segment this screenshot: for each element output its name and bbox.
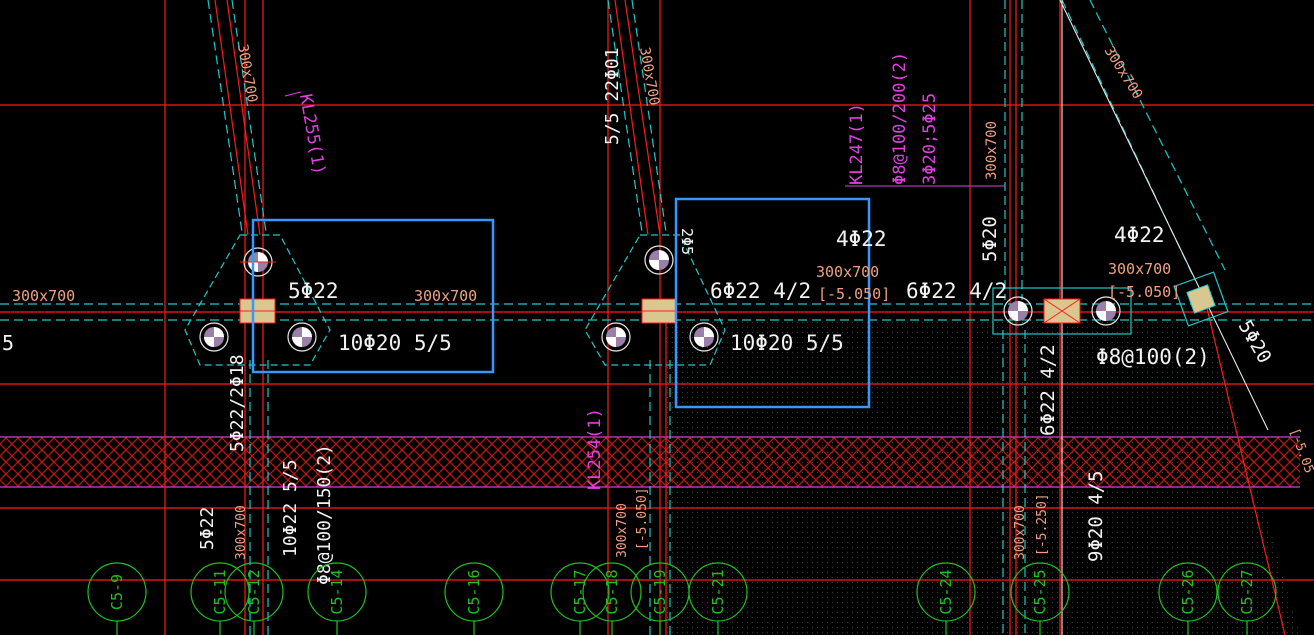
axis-bubble-c5-16: C5-16 <box>444 562 504 635</box>
axis-bubble-c5-14: C5-14 <box>307 562 367 635</box>
beam-size-vert-top: 300x700 <box>984 121 1000 180</box>
axis-label: C5-16 <box>465 569 483 614</box>
rebar-mid-small: 2Φ5 <box>678 228 696 255</box>
elev-mid: [-5.050] <box>818 285 890 303</box>
rebar-right-vert-b: 6Φ22 4/2 <box>1037 344 1059 436</box>
rebar-left-vert-b: 10Φ22 5/5 <box>280 459 301 557</box>
pile-left-bl <box>199 322 229 352</box>
beam-stirrup-kl247: Φ8@100/200(2) <box>890 52 910 185</box>
pile-mid-bl <box>601 322 631 352</box>
column-right <box>1043 298 1081 324</box>
pile-right-a <box>1003 296 1033 326</box>
axis-label: C5-27 <box>1238 569 1256 614</box>
beam-size-bot-a: 300x700 <box>234 505 249 560</box>
pile-mid-top <box>644 245 674 275</box>
grid-lines-horizontal <box>0 104 1314 581</box>
rebar-left-vert-c: Φ8@100/150(2) <box>314 444 335 585</box>
elev-bot-b: [-5.050] <box>635 487 650 550</box>
rebar-far-right: 5Φ20 <box>1234 317 1276 368</box>
column-footing-far-right <box>1173 271 1229 327</box>
rebar-right-stirrup: Φ8@100(2) <box>1096 345 1210 369</box>
axis-bubble-c5-18: C5-18 <box>582 562 642 635</box>
rebar-mid-top: 6Φ22 4/2 <box>710 279 811 303</box>
axis-bubble-c5-27: C5-27 <box>1217 562 1277 635</box>
rebar-right-upper: 4Φ22 <box>1114 223 1165 247</box>
column-footing-left <box>184 234 331 366</box>
rebar-left-cut: 5 <box>2 331 14 355</box>
pile-mid-br <box>689 322 719 352</box>
rebar-right-top: 6Φ22 4/2 <box>906 279 1007 303</box>
axis-label: C5-18 <box>603 569 621 614</box>
leader-lines <box>284 91 1005 187</box>
pile-right-b <box>1091 296 1121 326</box>
beam-bars-kl247: 3Φ20;5Φ25 <box>920 93 940 185</box>
column-mid <box>641 298 677 324</box>
pile-left-br <box>287 322 317 352</box>
axis-bubble-c5-12: C5-12 <box>224 562 284 635</box>
elev-right: [-5.050] <box>1108 283 1180 301</box>
rebar-left-vert-d: 5Φ22 <box>197 507 218 550</box>
axis-bubble-c5-25: C5-25 <box>1010 562 1070 635</box>
axis-label: C5-25 <box>1031 569 1049 614</box>
rebar-left-top: 5Φ22 <box>288 279 339 303</box>
beam-label-kl254: KL254(1) <box>585 408 605 490</box>
elev-bot-c: [-5.250] <box>1035 493 1050 556</box>
rebar-right-vert: 5Φ20 <box>979 216 1001 262</box>
axis-bubble-c5-17: C5-17 <box>550 562 610 635</box>
axis-bubbles: C5-9 C5-11 C5-12 C5-14 C5-16 C5-17 C5-18 C5-19 C… <box>87 562 1277 635</box>
rebar-mid-bottom: 10Φ20 5/5 <box>730 331 844 355</box>
axis-label: C5-19 <box>651 569 669 614</box>
beam-size-bot-c: 300x700 <box>1013 505 1028 560</box>
selection-box-mid[interactable] <box>674 197 871 409</box>
rebar-mid-diag: 5/5 22Φ01 <box>602 47 623 145</box>
beam-size-left-edge: 300x700 <box>12 287 75 305</box>
column-footing-mid <box>584 234 726 366</box>
beam-size-mid: 300x700 <box>816 263 879 281</box>
rebar-left-bottom: 10Φ20 5/5 <box>338 331 452 355</box>
axis-label: C5-14 <box>328 569 346 614</box>
beam-size-diag-a: 300x700 <box>234 43 260 104</box>
axis-bubble-c5-11: C5-11 <box>190 562 250 635</box>
beam-size-diag-c: 300x700 <box>1101 44 1146 103</box>
beam-size-bot-b: 300x700 <box>615 503 630 558</box>
axis-label: C5-26 <box>1179 569 1197 614</box>
beam-size-right: 300x700 <box>1108 260 1171 278</box>
axis-bubble-c5-24: C5-24 <box>916 562 976 635</box>
axis-bubble-c5-26: C5-26 <box>1158 562 1218 635</box>
axis-bubble-c5-9: C5-9 <box>87 562 147 635</box>
beam-label-kl247: KL247(1) <box>847 103 867 185</box>
beam-size-left-mid: 300x700 <box>414 287 477 305</box>
column-left <box>239 298 276 324</box>
axis-label: C5-9 <box>108 574 126 610</box>
grid-lines-diagonal <box>214 0 661 236</box>
axis-bubble-c5-21: C5-21 <box>688 562 748 635</box>
axis-label: C5-17 <box>571 569 589 614</box>
axis-label: C5-11 <box>211 569 229 614</box>
column-footing-right <box>992 287 1132 335</box>
axis-label: C5-21 <box>709 569 727 614</box>
pile-circles <box>199 245 1121 352</box>
selection-box-left[interactable] <box>251 218 495 374</box>
rebar-mid-upper: 4Φ22 <box>836 227 887 251</box>
axis-label: C5-24 <box>937 569 955 614</box>
axis-label: C5-12 <box>245 569 263 614</box>
rebar-left-vert-a: 5Φ22/2Φ18 <box>227 354 248 452</box>
rebar-right-vert-c: 9Φ20 4/5 <box>1085 470 1107 562</box>
